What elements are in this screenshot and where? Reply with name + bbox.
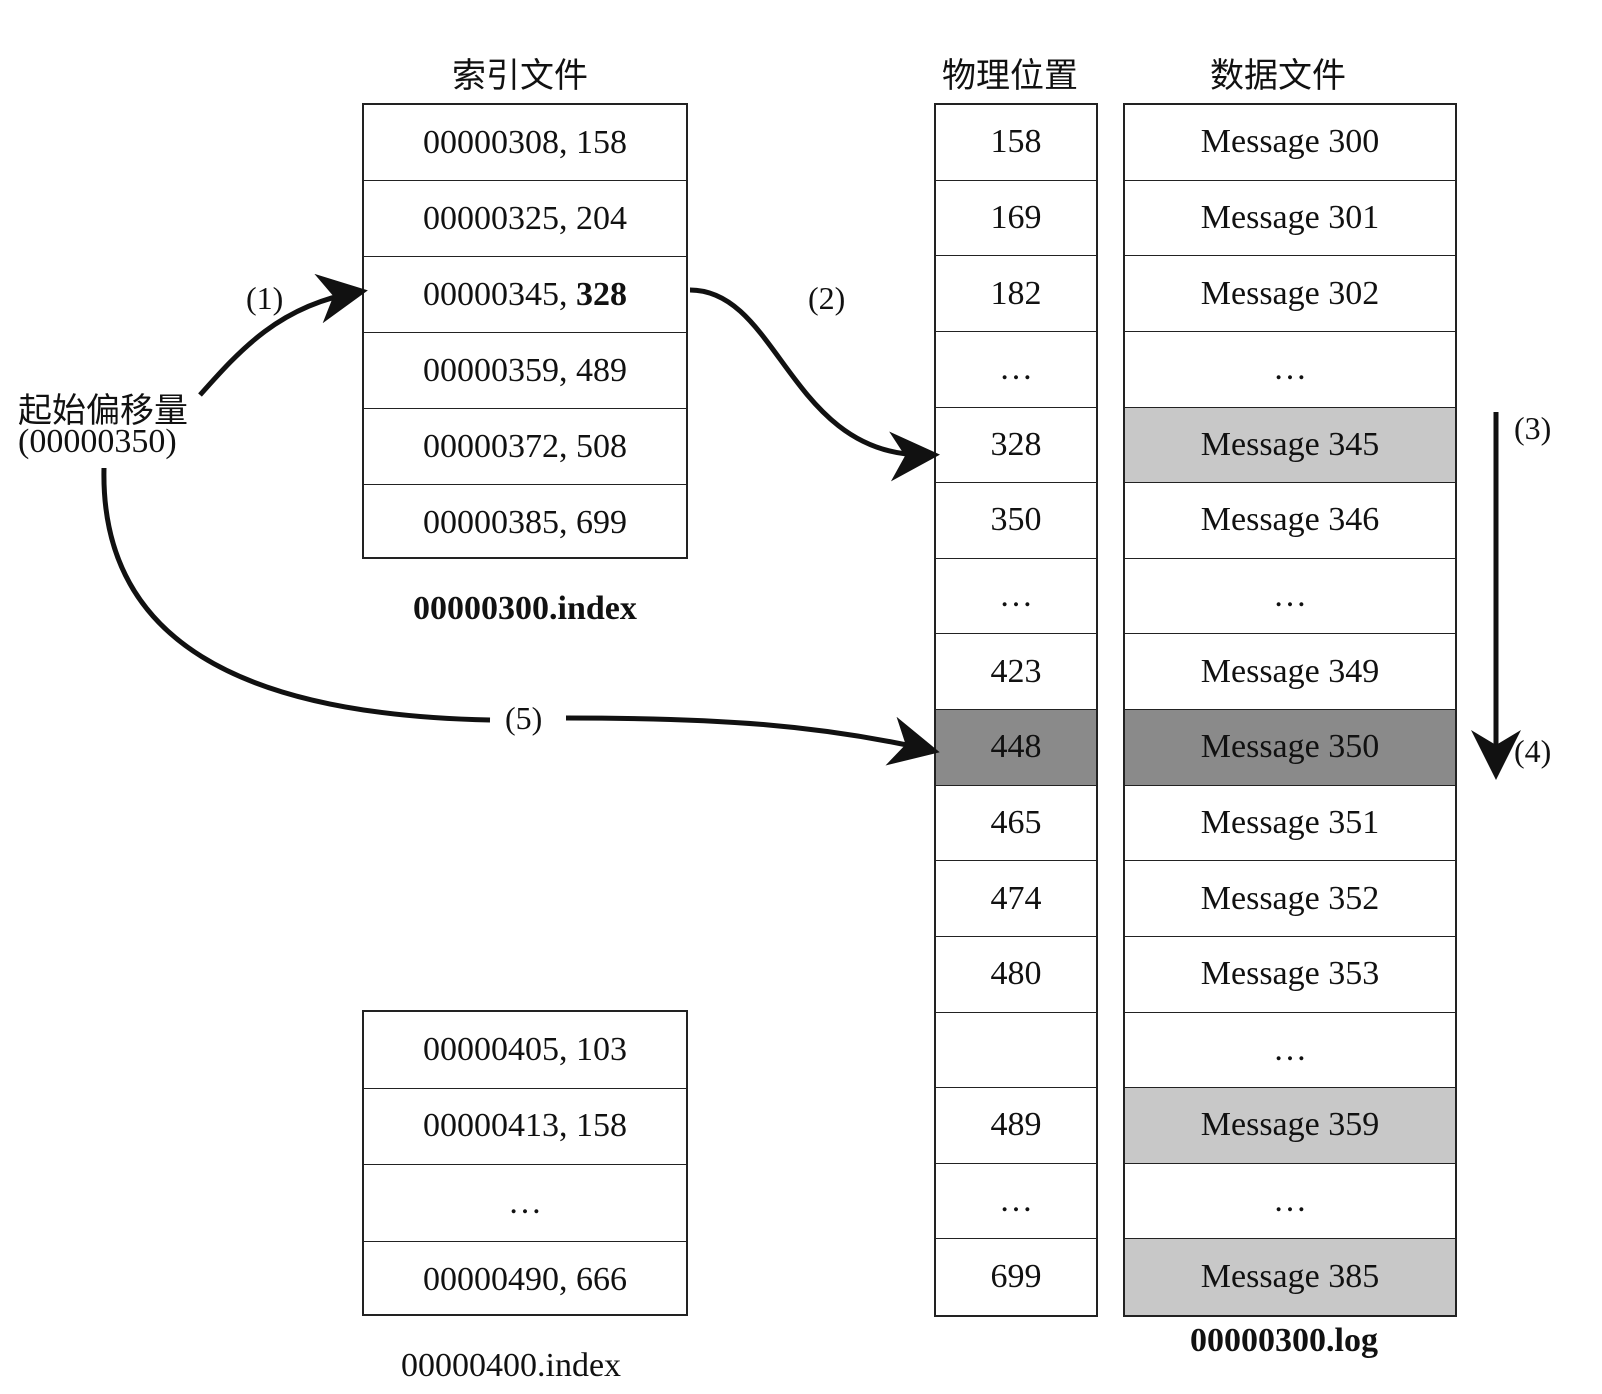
data-file-row: … <box>1125 559 1455 635</box>
physical-position-row: 489 <box>936 1088 1096 1164</box>
index-file-00000300-row-position: 158 <box>576 123 627 161</box>
index-file-00000400-row: 00000413,158 <box>364 1089 686 1165</box>
index-file-00000300-row-offset: 00000325, <box>423 199 568 237</box>
index-file-00000400-row-offset: 00000413, <box>423 1107 568 1145</box>
data-file-row: … <box>1125 1013 1455 1089</box>
index-file-00000400-row-position: 666 <box>576 1260 627 1298</box>
index-file-00000300-row: 00000345,328 <box>364 257 686 333</box>
index-file-00000400-row-offset: 00000490, <box>423 1260 568 1298</box>
index-file-00000300-row-offset: 00000308, <box>423 123 568 161</box>
index-file-00000300-row: 00000359,489 <box>364 333 686 409</box>
physical-position-row <box>936 1013 1096 1089</box>
physical-position-row: … <box>936 332 1096 408</box>
data-file-name: 00000300.log <box>1190 1322 1378 1359</box>
index-file-00000300-row-position: 489 <box>576 351 627 389</box>
index-file-00000400-row-offset: … <box>508 1183 542 1221</box>
index-file-00000400-row: 00000405,103 <box>364 1012 686 1089</box>
start-offset-label: 起始偏移量 <box>18 391 188 431</box>
data-file-row: Message 349 <box>1125 634 1455 710</box>
index-file-00000400-row-position: 103 <box>576 1030 627 1068</box>
step-1-label: (1) <box>246 280 284 316</box>
physical-position-row: 328 <box>936 408 1096 484</box>
data-file-row: Message 301 <box>1125 181 1455 257</box>
data-file-row: Message 300 <box>1125 105 1455 181</box>
index-file-00000300-row: 00000325,204 <box>364 181 686 257</box>
data-file-row: Message 359 <box>1125 1088 1455 1164</box>
data-file-row: … <box>1125 332 1455 408</box>
physical-position-row: … <box>936 559 1096 635</box>
start-offset-value: (00000350) <box>18 423 177 460</box>
index-file-00000300-row: 00000385,699 <box>364 485 686 561</box>
physical-position-row: 158 <box>936 105 1096 181</box>
index-file-00000300-row-position: 328 <box>576 275 627 313</box>
index-file-00000400-row: 00000490,666 <box>364 1242 686 1319</box>
index-file-00000400-name: 00000400.index <box>401 1347 622 1384</box>
index-file-00000300-name: 00000300.index <box>413 590 637 627</box>
index-file-00000400-row: … <box>364 1165 686 1242</box>
physical-position-row: 169 <box>936 181 1096 257</box>
index-file-00000300-row: 00000308,158 <box>364 105 686 181</box>
data-file-row: Message 385 <box>1125 1239 1455 1315</box>
arrow-step-2 <box>689 287 940 482</box>
index-file-00000300-row-position: 204 <box>576 199 627 237</box>
arrow-step-5-a <box>101 467 491 723</box>
physical-position-row: 474 <box>936 861 1096 937</box>
arrow-step-1 <box>198 273 368 397</box>
step-2-label: (2) <box>808 280 846 316</box>
heading-data-file: 数据文件 <box>1210 56 1346 96</box>
physical-position-row: 182 <box>936 256 1096 332</box>
index-file-00000300-row-offset: 00000385, <box>423 504 568 541</box>
physical-position-row: 350 <box>936 483 1096 559</box>
index-file-00000300-row-offset: 00000372, <box>423 427 568 465</box>
data-file-row: Message 350 <box>1125 710 1455 786</box>
index-file-00000300-row-offset: 00000345, <box>423 275 568 313</box>
step-3-label: (3) <box>1514 410 1552 446</box>
physical-position-row: 699 <box>990 1258 1042 1296</box>
physical-position-row: 423 <box>936 634 1096 710</box>
physical-position-row: … <box>936 1164 1096 1240</box>
physical-position-row: 448 <box>936 710 1096 786</box>
data-file-row: Message 302 <box>1125 256 1455 332</box>
index-file-00000400-row-position: 158 <box>576 1107 627 1145</box>
index-file-00000300-row: 00000372,508 <box>364 409 686 485</box>
physical-position-row: 480 <box>936 937 1096 1013</box>
data-file-row: … <box>1125 1164 1455 1240</box>
data-file-row: Message 351 <box>1125 786 1455 862</box>
step-5-label: (5) <box>505 700 543 736</box>
physical-position-row: 465 <box>936 786 1096 862</box>
data-file-row: Message 346 <box>1125 483 1455 559</box>
heading-physical-position: 物理位置 <box>942 56 1078 96</box>
index-file-00000300-row-offset: 00000359, <box>423 351 568 389</box>
index-file-00000300-row-position: 699 <box>576 504 627 541</box>
index-file-00000400-row-offset: 00000405, <box>423 1030 568 1068</box>
data-file-row: Message 345 <box>1125 407 1455 484</box>
data-file-row: Message 352 <box>1125 861 1455 937</box>
heading-index-file: 索引文件 <box>452 56 588 96</box>
arrow-step-5-b <box>565 715 940 766</box>
data-file-row: Message 353 <box>1125 937 1455 1013</box>
index-file-00000300-row-position: 508 <box>576 427 627 465</box>
